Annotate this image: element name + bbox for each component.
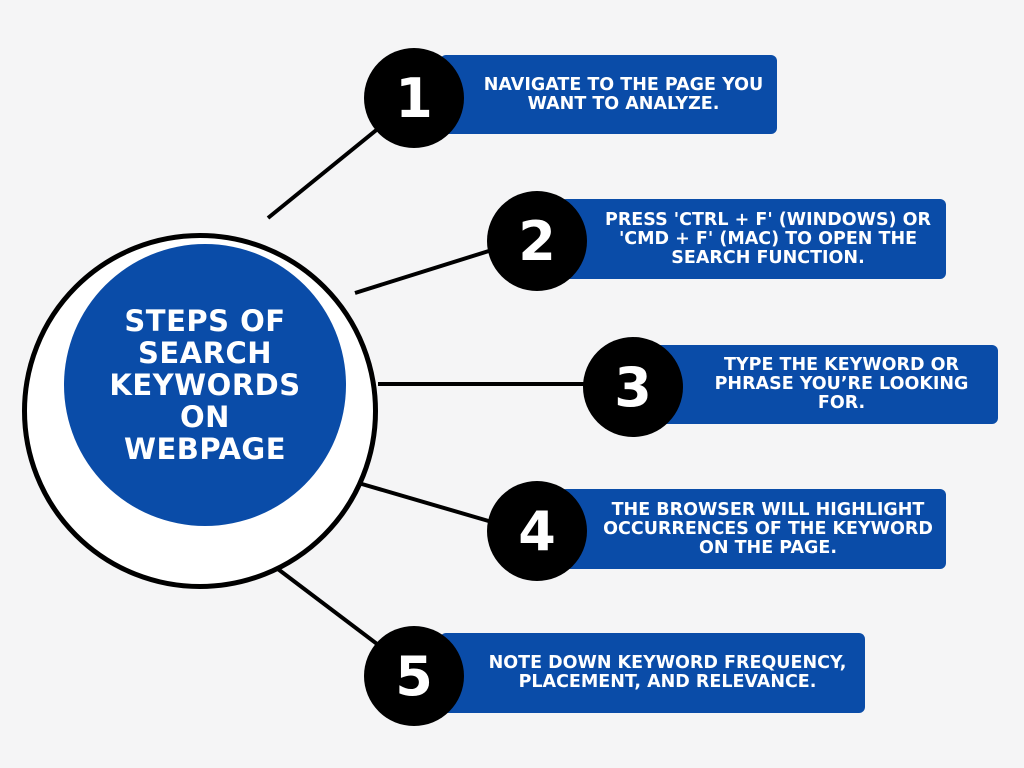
step-1-text: NAVIGATE TO THE PAGE YOU WANT TO ANALYZE… xyxy=(483,74,764,114)
connector-line-step-2 xyxy=(354,248,493,295)
step-1-badge: 1 xyxy=(364,48,464,148)
step-4-box: THE BROWSER WILL HIGHLIGHT OCCURRENCES O… xyxy=(560,489,946,569)
step-1-box: NAVIGATE TO THE PAGE YOU WANT TO ANALYZE… xyxy=(440,55,777,134)
step-5-badge: 5 xyxy=(364,626,464,726)
step-2-text: PRESS 'CTRL + F' (WINDOWS) OR 'CMD + F' … xyxy=(605,209,931,268)
step-3-text: TYPE THE KEYWORD OR PHRASE YOU’RE LOOKIN… xyxy=(714,355,969,413)
step-4-badge: 4 xyxy=(487,481,587,581)
connector-line-step-1 xyxy=(266,121,387,220)
connector-line-step-5 xyxy=(260,555,387,652)
step-2-badge: 2 xyxy=(487,191,587,291)
step-3-badge: 3 xyxy=(583,337,683,437)
step-5-text: NOTE DOWN KEYWORD FREQUENCY, PLACEMENT, … xyxy=(488,653,847,692)
connector-line-step-4 xyxy=(354,480,493,524)
step-4-text: THE BROWSER WILL HIGHLIGHT OCCURRENCES O… xyxy=(603,499,933,558)
hub-title: STEPS OF SEARCH KEYWORDS ON WEBPAGE xyxy=(109,304,301,466)
step-5-box: NOTE DOWN KEYWORD FREQUENCY, PLACEMENT, … xyxy=(440,633,865,713)
hub-circle: STEPS OF SEARCH KEYWORDS ON WEBPAGE xyxy=(64,244,346,526)
step-3-box: TYPE THE KEYWORD OR PHRASE YOU’RE LOOKIN… xyxy=(655,345,998,424)
step-2-box: PRESS 'CTRL + F' (WINDOWS) OR 'CMD + F' … xyxy=(560,199,946,279)
